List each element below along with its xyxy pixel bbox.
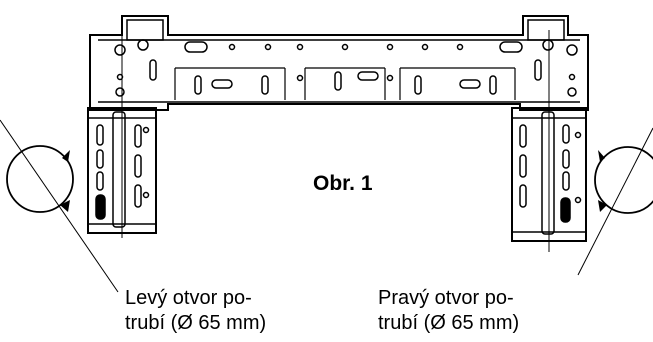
left-hole-label-line2: trubí (Ø 65 mm) [125, 312, 267, 334]
left-bracket-slots [95, 111, 150, 228]
right-pipe-hole [594, 146, 653, 214]
left-pipe-hole [6, 145, 74, 213]
left-hole-label: Levý otvor po- trubí (Ø 65 mm) [125, 286, 266, 336]
right-leader-line [577, 127, 653, 276]
plate-ribs [174, 67, 516, 100]
right-hole-label-line1: Pravý otvor po- [378, 287, 514, 309]
left-top-tab [126, 19, 164, 41]
right-hole-label-line2: trubí (Ø 65 mm) [378, 312, 520, 334]
dimension-arrows [60, 150, 607, 212]
left-leader-line [0, 119, 119, 293]
plate-inner-rail [98, 39, 580, 103]
right-hole-label: Pravý otvor po- trubí (Ø 65 mm) [378, 286, 519, 336]
figure-label: Obr. 1 [313, 172, 373, 195]
right-top-tab [527, 19, 565, 41]
plate-holes [114, 39, 578, 97]
mounting-plate-outline [89, 15, 589, 111]
right-bracket-slots [519, 111, 582, 235]
left-hole-label-line1: Levý otvor po- [125, 287, 252, 309]
